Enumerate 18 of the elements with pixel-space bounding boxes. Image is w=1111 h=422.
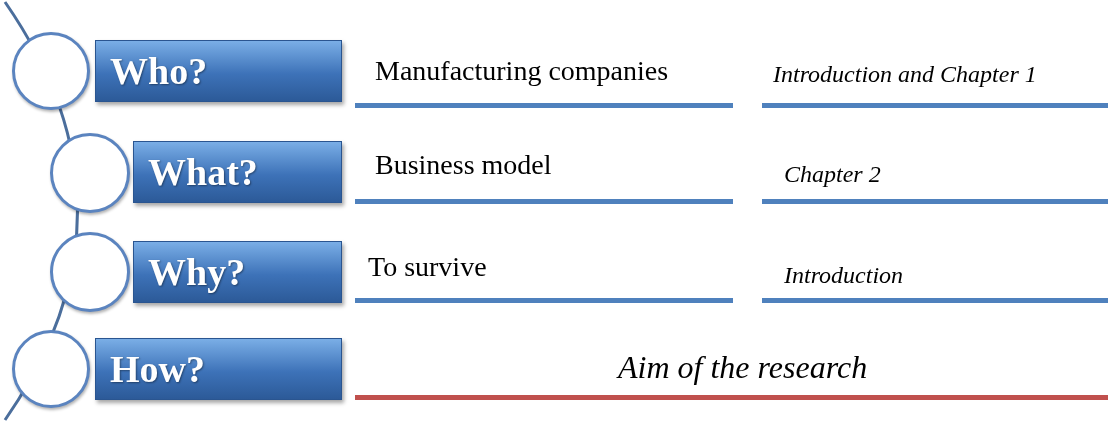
label-bar xyxy=(95,338,342,400)
reference-text: Chapter 2 xyxy=(784,161,881,188)
label-bar xyxy=(133,241,342,303)
circle-marker xyxy=(50,133,130,213)
reference-text: Introduction xyxy=(784,262,904,289)
reference-text: Introduction and Chapter 1 xyxy=(773,61,1037,88)
row-heading: How? xyxy=(110,347,205,391)
row-heading: Who? xyxy=(110,49,208,93)
answer-text: Business model xyxy=(375,150,552,181)
circle-marker xyxy=(12,32,90,110)
answer-text: Manufacturing companies xyxy=(375,56,669,87)
row-heading: What? xyxy=(148,150,258,194)
label-bar xyxy=(95,40,342,102)
label-bar xyxy=(133,141,342,203)
row-heading: Why? xyxy=(148,250,246,294)
reference-text: Aim of the research xyxy=(618,350,868,386)
circle-marker xyxy=(12,330,90,408)
answer-text: To survive xyxy=(368,252,487,283)
